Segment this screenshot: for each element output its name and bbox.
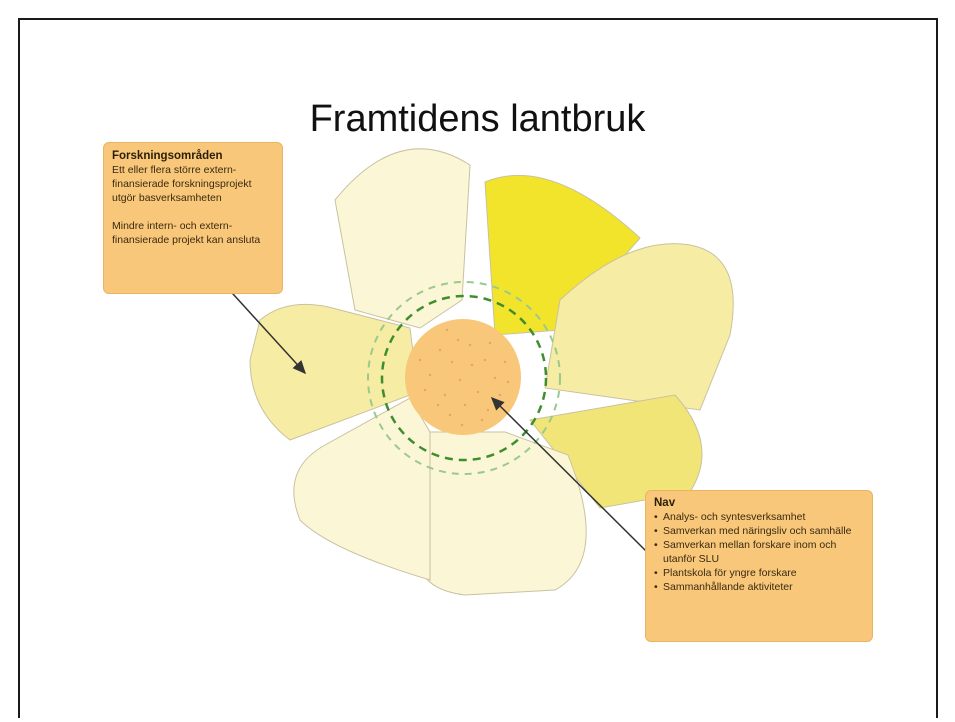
list-item: Sammanhållande aktiviteter: [654, 580, 864, 594]
list-item: Samverkan med näringsliv och samhälle: [654, 524, 864, 538]
callout-heading: Forskningsområden: [112, 150, 223, 162]
page-title: Framtidens lantbruk: [309, 98, 646, 140]
petal-top-left: [334, 148, 471, 329]
petal-top-right: [484, 174, 641, 336]
outer-dashed-ring: [367, 281, 561, 475]
arrow-to-hub: [490, 396, 651, 556]
petal-bottom-left: [293, 397, 431, 581]
hub-dots: [418, 328, 510, 427]
callout-paragraph: Ett eller flera större extern-finansiera…: [112, 164, 252, 204]
callout-paragraph: Mindre intern- och extern-finansierade p…: [112, 220, 261, 246]
petal-bottom: [419, 431, 587, 596]
research-areas-callout: Forskningsområden Ett eller flera större…: [103, 142, 283, 294]
list-item: Samverkan mellan forskare inom och utanf…: [654, 538, 864, 566]
list-item: Plantskola för yngre forskare: [654, 566, 864, 580]
hub-callout: Nav Analys- och syntesverksamhet Samverk…: [645, 490, 873, 642]
petal-right: [544, 243, 734, 411]
inner-dashed-ring: [380, 294, 548, 462]
callout-heading: Nav: [654, 497, 676, 509]
hub-list: Analys- och syntesverksamhet Samverkan m…: [654, 510, 864, 594]
hub-center: [405, 319, 521, 435]
list-item: Analys- och syntesverksamhet: [654, 510, 864, 524]
